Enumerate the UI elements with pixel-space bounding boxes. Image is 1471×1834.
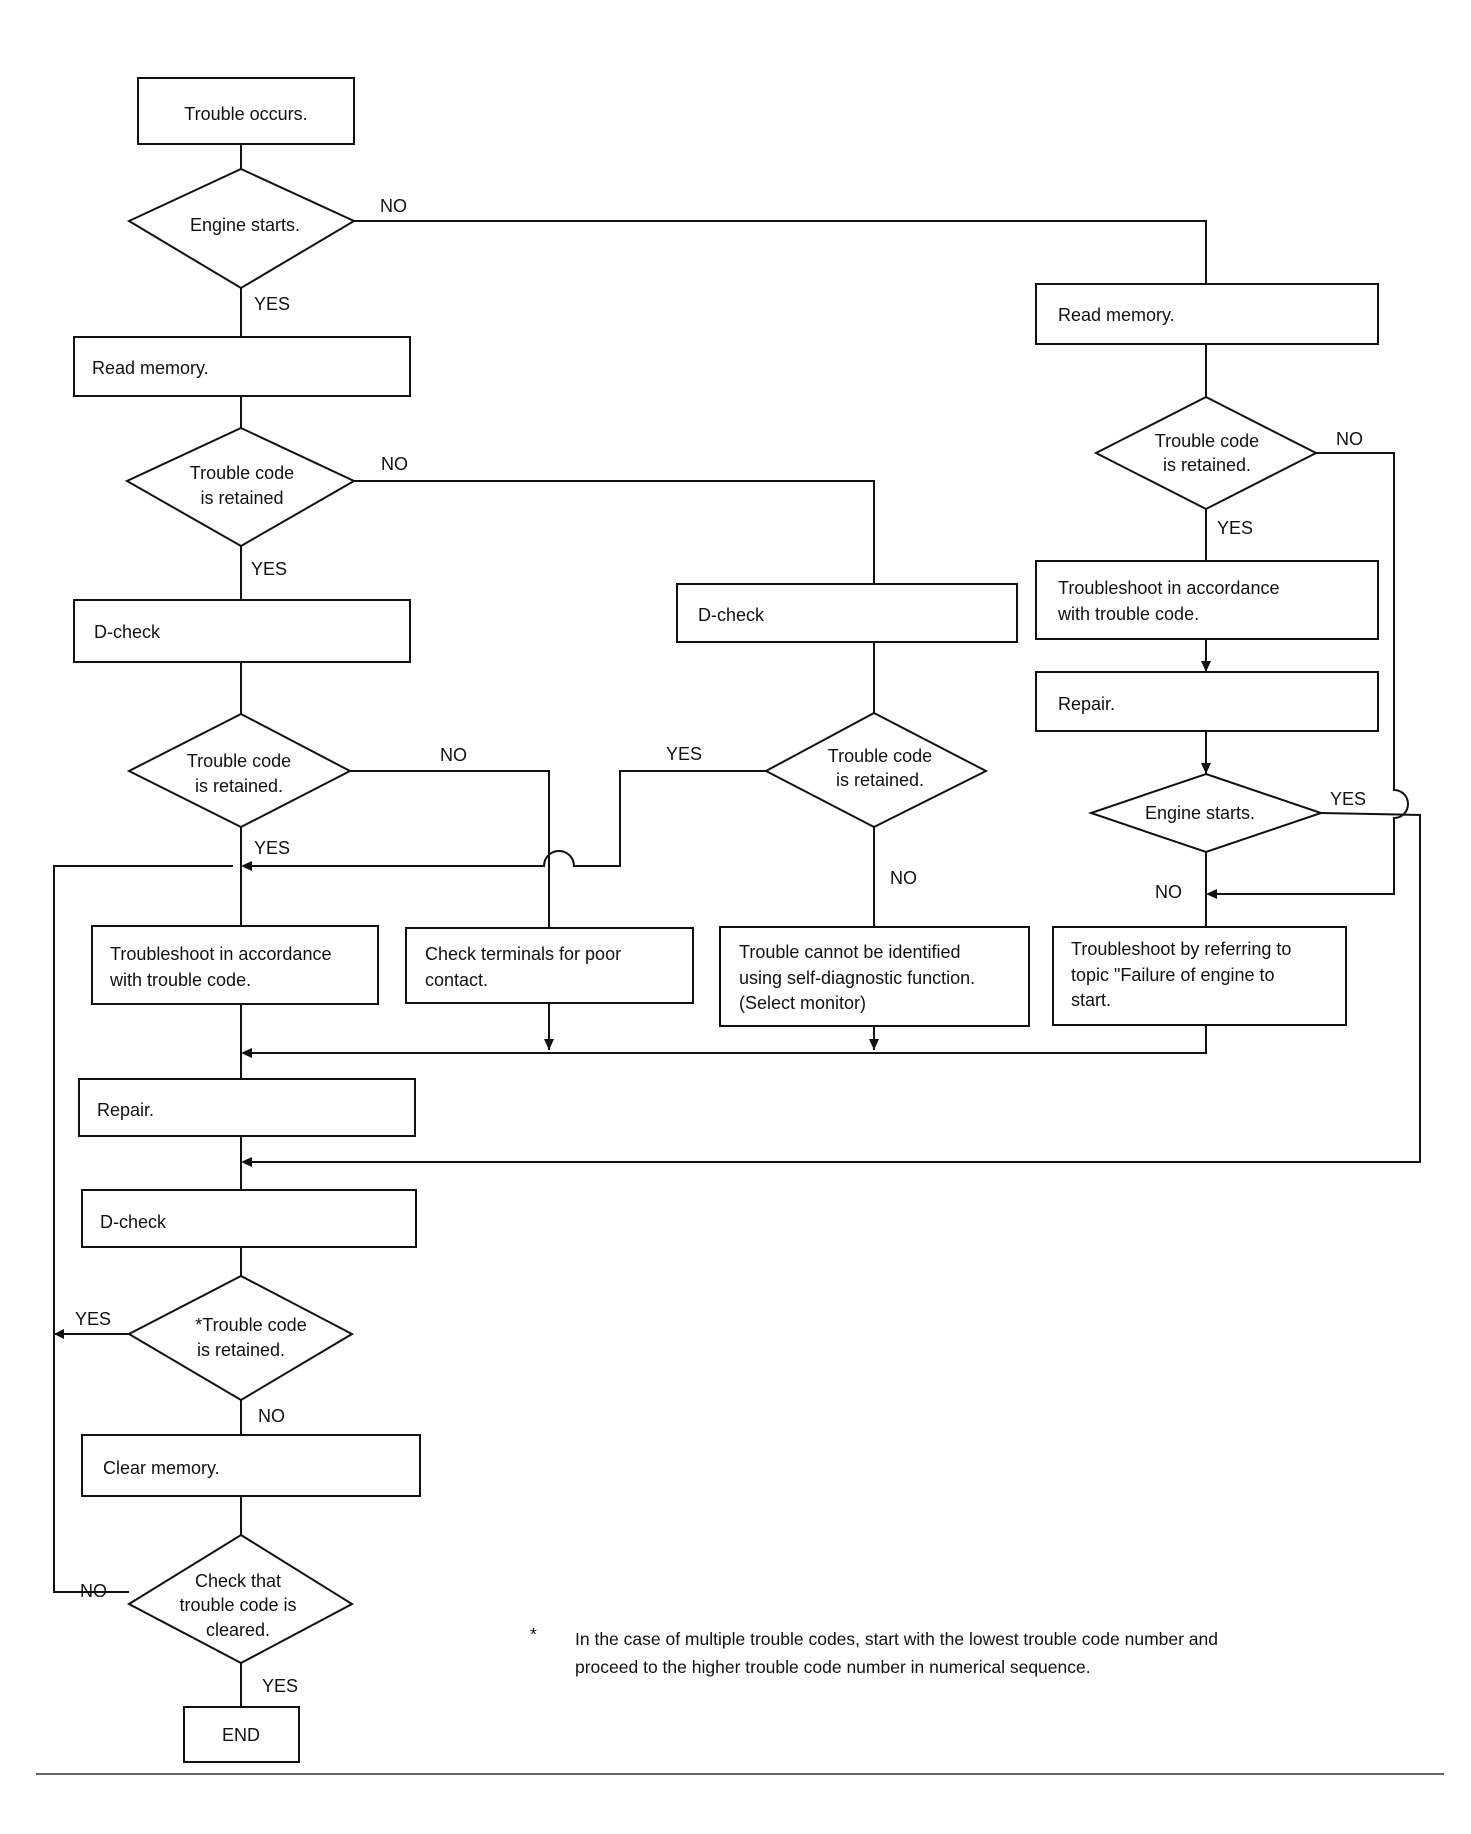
box-d-check-2-text: D-check	[698, 605, 765, 625]
box-end: END	[183, 1706, 300, 1763]
decision-trouble-code-1-line1: Trouble code	[190, 463, 294, 483]
decision-trouble-code-2-line1: Trouble code	[187, 751, 291, 771]
box-troubleshoot-code-2-line2: with trouble code.	[1057, 604, 1199, 624]
label-no-d1: NO	[380, 196, 407, 216]
decision-trouble-code-3-line2: is retained.	[836, 770, 924, 790]
box-read-memory-1-text: Read memory.	[92, 358, 209, 378]
decision-trouble-code-3-line1: Trouble code	[828, 746, 932, 766]
decision-trouble-code-2-line2: is retained.	[195, 776, 283, 796]
label-yes-d2: YES	[251, 559, 287, 579]
decision-trouble-code-5-line2: is retained.	[197, 1340, 285, 1360]
box-troubleshoot-code-1-line2: with trouble code.	[109, 970, 251, 990]
decision-code-cleared-line2: trouble code is	[179, 1595, 296, 1615]
label-yes-d5: YES	[1217, 518, 1253, 538]
arrow-into-d6	[1201, 763, 1211, 774]
label-no-d2: NO	[381, 454, 408, 474]
label-yes-d3: YES	[254, 838, 290, 858]
box-troubleshoot-failure-line3: start.	[1071, 990, 1111, 1010]
box-troubleshoot-failure: Troubleshoot by referring to topic "Fail…	[1052, 926, 1347, 1026]
box-troubleshoot-code-2-line1: Troubleshoot in accordance	[1058, 578, 1279, 598]
label-no-d3: NO	[440, 745, 467, 765]
box-d-check-1: D-check	[73, 599, 411, 663]
arrow-into-dcheck3-join	[241, 1157, 252, 1167]
label-yes-d1: YES	[254, 294, 290, 314]
box-start-text: Trouble occurs.	[184, 104, 307, 124]
footnote: * In the case of multiple trouble codes,…	[530, 1624, 1218, 1677]
arrow-d5-no-in	[1206, 889, 1217, 899]
box-read-memory-2: Read memory.	[1035, 283, 1379, 345]
arrow-yes-back	[54, 1329, 64, 1339]
box-clear-memory: Clear memory.	[81, 1434, 421, 1497]
decision-trouble-code-5-line1: *Trouble code	[195, 1315, 306, 1335]
arrow-into-ts-code2	[1201, 661, 1211, 672]
box-end-text: END	[222, 1725, 260, 1745]
box-repair-1: Repair.	[78, 1078, 416, 1137]
decision-trouble-code-4-line1: Trouble code	[1155, 431, 1259, 451]
box-d-check-1-text: D-check	[94, 622, 161, 642]
box-repair-2: Repair.	[1035, 671, 1379, 732]
decision-trouble-code-4-line2: is retained.	[1163, 455, 1251, 475]
decision-engine-starts-2: Engine starts.	[1087, 772, 1325, 854]
box-check-terminals-line1: Check terminals for poor	[425, 944, 621, 964]
box-troubleshoot-failure-line1: Troubleshoot by referring to	[1071, 939, 1291, 959]
box-check-terminals: Check terminals for poor contact.	[405, 927, 694, 1004]
decision-code-cleared-line3: cleared.	[206, 1620, 270, 1640]
box-repair-2-text: Repair.	[1058, 694, 1115, 714]
label-yes-d8: YES	[262, 1676, 298, 1696]
box-cannot-identify-line1: Trouble cannot be identified	[739, 942, 960, 962]
decision-trouble-code-1-line2: is retained	[200, 488, 283, 508]
label-yes-d6: YES	[1330, 789, 1366, 809]
box-clear-memory-text: Clear memory.	[103, 1458, 220, 1478]
decision-trouble-code-3: Trouble code is retained.	[763, 711, 989, 829]
decision-code-cleared-line1: Check that	[195, 1571, 281, 1591]
decision-trouble-code-5: *Trouble code is retained.	[126, 1274, 355, 1402]
box-d-check-2: D-check	[676, 583, 1018, 643]
branch-labels: NO YES NO YES NO YES YES NO NO YES YES N…	[75, 196, 1366, 1696]
arrow-cannot-id-down	[869, 1039, 879, 1050]
footnote-line2: proceed to the higher trouble code numbe…	[575, 1657, 1091, 1677]
box-cannot-identify: Trouble cannot be identified using self-…	[719, 926, 1030, 1027]
arrow-into-yes-join	[241, 861, 252, 871]
arrowheads	[54, 661, 1217, 1339]
box-d-check-3-text: D-check	[100, 1212, 167, 1232]
decision-engine-starts-1: Engine starts.	[126, 167, 357, 290]
box-d-check-3: D-check	[81, 1189, 417, 1248]
label-no-d6: NO	[1155, 882, 1182, 902]
box-start: Trouble occurs.	[137, 77, 355, 145]
connectors	[53, 144, 1421, 1707]
box-troubleshoot-code-1: Troubleshoot in accordance with trouble …	[91, 925, 379, 1005]
arrow-check-terms-down	[544, 1039, 554, 1050]
label-no-d8: NO	[80, 1581, 107, 1601]
box-cannot-identify-line3: (Select monitor)	[739, 993, 866, 1013]
decision-engine-starts-1-text: Engine starts.	[190, 215, 300, 235]
box-troubleshoot-failure-line2: topic "Failure of engine to	[1071, 965, 1275, 985]
label-yes-d7: YES	[75, 1309, 111, 1329]
box-check-terminals-line2: contact.	[425, 970, 488, 990]
box-read-memory-1: Read memory.	[73, 336, 411, 397]
decision-engine-starts-2-text: Engine starts.	[1145, 803, 1255, 823]
box-read-memory-2-text: Read memory.	[1058, 305, 1175, 325]
box-troubleshoot-code-1-line1: Troubleshoot in accordance	[110, 944, 331, 964]
decision-trouble-code-1: Trouble code is retained	[124, 426, 357, 548]
footnote-mark: *	[530, 1624, 537, 1644]
decision-code-cleared: Check that trouble code is cleared.	[126, 1533, 355, 1665]
label-yes-d4: YES	[666, 744, 702, 764]
label-no-d4: NO	[890, 868, 917, 888]
footnote-line1: In the case of multiple trouble codes, s…	[575, 1629, 1218, 1649]
label-no-d5: NO	[1336, 429, 1363, 449]
box-cannot-identify-line2: using self-diagnostic function.	[739, 968, 975, 988]
box-repair-1-text: Repair.	[97, 1100, 154, 1120]
decision-trouble-code-4: Trouble code is retained.	[1093, 395, 1319, 511]
decision-trouble-code-2: Trouble code is retained.	[126, 712, 353, 829]
box-troubleshoot-code-2: Troubleshoot in accordance with trouble …	[1035, 560, 1379, 640]
arrow-into-repair-join	[241, 1048, 252, 1058]
label-no-d7: NO	[258, 1406, 285, 1426]
